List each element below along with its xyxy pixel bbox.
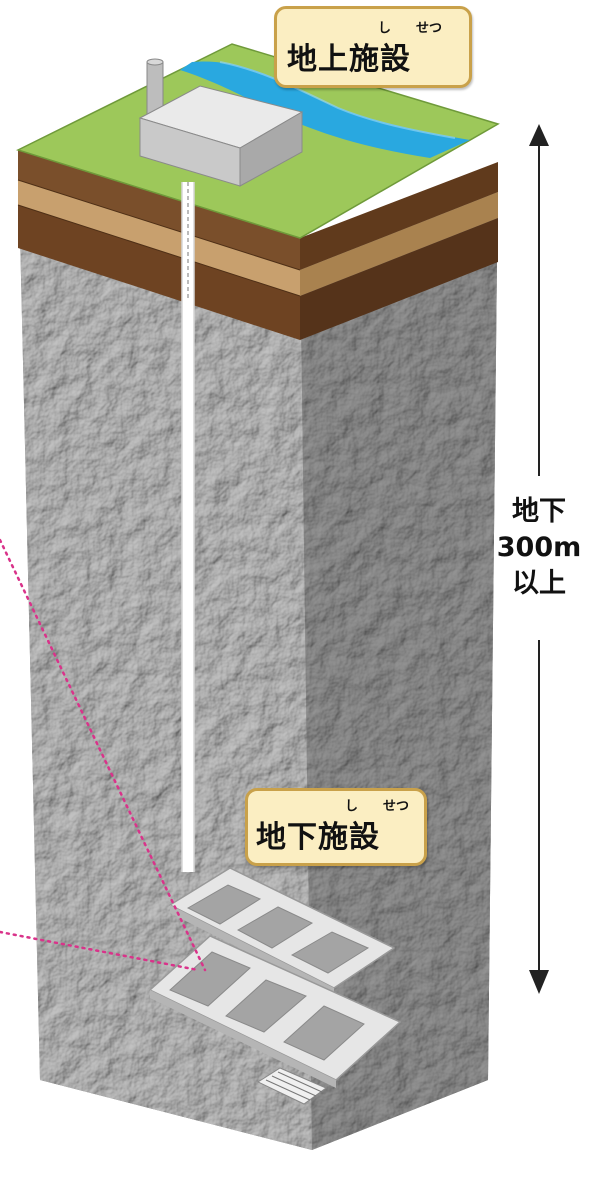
depth-label-line-2: 300m xyxy=(496,532,582,563)
ruby-text: し xyxy=(345,799,359,814)
underground-facility-text: 地下施設 xyxy=(256,820,380,855)
vertical-shaft xyxy=(181,182,195,872)
callout-dotted-lines xyxy=(0,538,207,972)
surface-facility-text: 地上施設 xyxy=(287,42,411,77)
tunnel-panel-front xyxy=(148,935,402,1088)
small-grate-module xyxy=(256,1067,328,1105)
depth-label: 地下 300m 以上 xyxy=(487,494,591,602)
depth-arrow xyxy=(529,124,549,994)
depth-label-line-3: 以上 xyxy=(512,568,566,599)
ruby-text: し xyxy=(378,21,392,36)
soil-layers-right xyxy=(300,162,498,340)
river xyxy=(180,61,470,158)
depth-label-line-1: 地下 xyxy=(512,496,566,527)
ruby-text: せつ xyxy=(416,21,443,36)
underground-facility-label: し せつ 地下施設 xyxy=(245,788,427,866)
surface-building xyxy=(138,58,304,187)
underground-tunnels xyxy=(148,867,402,1105)
soil-layers-left xyxy=(17,150,301,340)
ruby-text: せつ xyxy=(383,799,410,814)
surface-facility-label: し せつ 地上施設 xyxy=(274,6,472,88)
rock-right-face xyxy=(300,170,498,1150)
